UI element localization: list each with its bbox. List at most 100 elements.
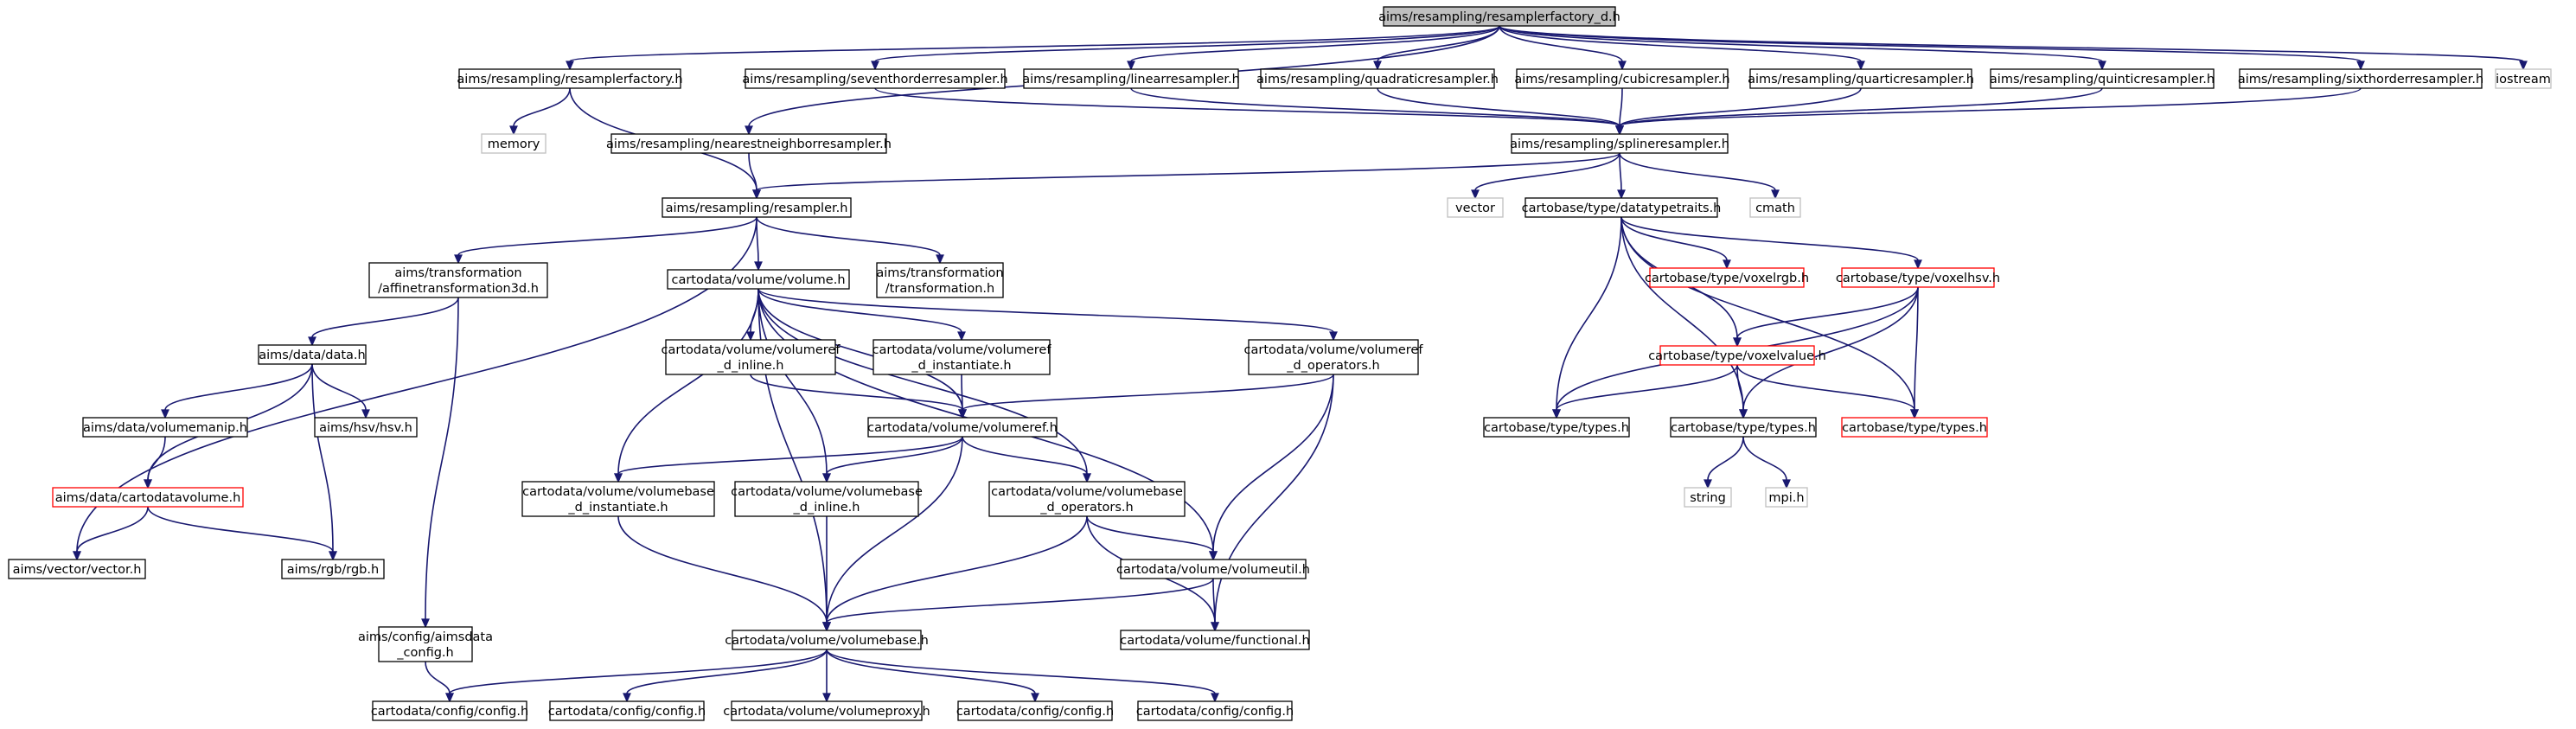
node-label-vutil-0: cartodata/volume/volumeutil.h (1116, 563, 1310, 577)
arrowhead-sixth-to-spline (1615, 125, 1624, 136)
edge-volume-to-volumeref (757, 288, 963, 411)
edge-resampler-to-transf (756, 216, 941, 256)
node-cartovol[interactable]: aims/data/cartodatavolume.h (52, 487, 244, 508)
arrowhead-root-to-iostream (2519, 61, 2528, 71)
node-volume[interactable]: cartodata/volume/volume.h (667, 269, 850, 290)
node-label-vecvec-0: aims/vector/vector.h (13, 563, 142, 577)
node-vbinst[interactable]: cartodata/volume/volumebase_d_instantiat… (521, 481, 715, 517)
node-label-types3-0: cartobase/type/types.h (1842, 421, 1987, 435)
node-vbinline[interactable]: cartodata/volume/volumebase_d_inline.h (731, 481, 923, 517)
node-voxelrgb[interactable]: cartobase/type/voxelrgb.h (1645, 267, 1809, 288)
edge-dtt-to-voxelhsv (1620, 216, 1919, 261)
edge-volume-to-vrops (757, 288, 1334, 333)
node-rgb[interactable]: aims/rgb/rgb.h (281, 559, 385, 579)
node-volumebase[interactable]: cartodata/volume/volumebase.h (725, 630, 929, 650)
node-voxelvalue[interactable]: cartobase/type/voxelvalue.h (1648, 345, 1826, 366)
node-aimsconfig[interactable]: aims/config/aimsdata_config.h (358, 626, 493, 662)
node-types1[interactable]: cartobase/type/types.h (1483, 417, 1630, 438)
node-box-cfg1 (372, 700, 527, 721)
node-transf[interactable]: aims/transformation/transformation.h (876, 262, 1004, 298)
node-vrinline[interactable]: cartodata/volume/volumeref_d_inline.h (662, 339, 841, 375)
node-cubic[interactable]: aims/resampling/cubicresampler.h (1514, 68, 1730, 89)
node-nn[interactable]: aims/resampling/nearestneighborresampler… (606, 133, 892, 154)
edge-quintic-to-spline (1619, 87, 2103, 127)
arrowhead-root-to-quadratic (1373, 61, 1382, 71)
edge-root-to-quintic (1499, 25, 2103, 62)
node-cfg4[interactable]: cartodata/config/config.h (1136, 700, 1294, 721)
node-quadratic[interactable]: aims/resampling/quadraticresampler.h (1256, 68, 1499, 89)
node-functional[interactable]: cartodata/volume/functional.h (1120, 630, 1310, 650)
node-linear[interactable]: aims/resampling/linearresampler.h (1022, 68, 1240, 89)
edge-data-to-hsv (311, 363, 367, 411)
edge-volumebase-to-cfg2 (626, 649, 828, 694)
node-spline[interactable]: aims/resampling/splineresampler.h (1510, 133, 1729, 154)
edge-vbops-to-volumebase (826, 515, 1088, 623)
arrowhead-types2-to-string (1703, 479, 1712, 489)
node-rf[interactable]: aims/resampling/resamplerfactory.h (457, 68, 683, 89)
node-box-sixth (2239, 68, 2483, 89)
node-label-resampler-0: aims/resampling/resampler.h (666, 201, 848, 215)
node-manip[interactable]: aims/data/volumemanip.h (82, 417, 248, 438)
node-box-voxelvalue (1659, 345, 1815, 366)
node-vecvec[interactable]: aims/vector/vector.h (8, 559, 146, 579)
node-sixth[interactable]: aims/resampling/sixthorderresampler.h (2238, 68, 2483, 89)
node-proxy[interactable]: cartodata/volume/volumeproxy.h (723, 700, 930, 721)
node-box-vrinst (873, 339, 1051, 375)
arrowhead-root-to-linear (1127, 61, 1135, 71)
edge-sixth-to-spline (1619, 87, 2362, 127)
edge-data-to-rgb (311, 363, 334, 553)
node-box-quadratic (1260, 68, 1495, 89)
node-root[interactable]: aims/resampling/resamplerfactory_d.h (1378, 6, 1620, 27)
node-box-quintic (1990, 68, 2215, 89)
edge-dtt-to-types2 (1620, 216, 1744, 411)
node-box-types1 (1483, 417, 1630, 438)
edge-volumeref-to-vbinline (826, 436, 963, 475)
node-quintic[interactable]: aims/resampling/quinticresampler.h (1990, 68, 2215, 89)
arrowhead-types2-to-mpi (1782, 479, 1791, 489)
node-types2[interactable]: cartobase/type/types.h (1670, 417, 1817, 438)
arrowhead-root-to-rf (566, 61, 574, 71)
node-vrinst[interactable]: cartodata/volume/volumeref_d_instantiate… (873, 339, 1052, 375)
node-hsv[interactable]: aims/hsv/hsv.h (314, 417, 418, 438)
node-cfg2[interactable]: cartodata/config/config.h (548, 700, 706, 721)
node-box-rgb (281, 559, 385, 579)
node-resampler[interactable]: aims/resampling/resampler.h (662, 197, 852, 218)
node-vbops[interactable]: cartodata/volume/volumebase_d_operators.… (988, 481, 1186, 517)
node-cfg3[interactable]: cartodata/config/config.h (956, 700, 1114, 721)
node-label-data-0: aims/data/data.h (259, 349, 365, 362)
node-box-proxy (731, 700, 923, 721)
node-dtt[interactable]: cartobase/type/datatypetraits.h (1522, 197, 1722, 218)
edge-aimsconfig-to-cfg1 (425, 661, 451, 694)
node-volumeref[interactable]: cartodata/volume/volumeref.h (867, 417, 1058, 438)
edge-voxelhsv-to-types3 (1914, 286, 1919, 411)
node-box-cfg3 (957, 700, 1113, 721)
arrowhead-spline-to-cmath (1771, 189, 1780, 200)
node-box-vrinline (665, 339, 836, 375)
node-data[interactable]: aims/data/data.h (258, 344, 367, 365)
arrowhead-volumeref-to-vbops (1083, 473, 1091, 483)
node-label-quadratic-0: aims/resampling/quadraticresampler.h (1256, 73, 1499, 86)
edge-voxelvalue-to-types1 (1556, 364, 1738, 411)
arrowhead-root-to-sixth (2356, 61, 2365, 71)
node-voxelhsv[interactable]: cartobase/type/voxelhsv.h (1836, 267, 2000, 288)
edge-vutil-to-volumebase (826, 578, 1214, 623)
node-aff3d[interactable]: aims/transformation/affinetransformation… (368, 262, 548, 298)
arrowhead-spline-to-dtt (1617, 189, 1626, 200)
arrowhead-aff3d-to-data (308, 336, 316, 347)
node-vutil[interactable]: cartodata/volume/volumeutil.h (1116, 559, 1310, 579)
node-cfg1[interactable]: cartodata/config/config.h (371, 700, 528, 721)
edge-dtt-to-voxelrgb (1620, 216, 1728, 261)
edge-volume-to-vbinline (757, 288, 828, 475)
edge-volumeref-to-vbinst (617, 436, 963, 475)
node-types3[interactable]: cartobase/type/types.h (1841, 417, 1988, 438)
node-seventh[interactable]: aims/resampling/seventhorderresampler.h (742, 68, 1008, 89)
node-label-vrinline-0: cartodata/volume/volumeref (662, 343, 841, 357)
edge-volumeref-to-volumebase (826, 436, 963, 623)
node-vrops[interactable]: cartodata/volume/volumeref_d_operators.h (1244, 339, 1424, 375)
edge-spline-to-cmath (1619, 152, 1776, 191)
arrowhead-volumeref-to-vbinst (614, 473, 623, 483)
edge-cartovol-to-rgb (147, 506, 334, 553)
edge-volume-to-vbinst (617, 288, 759, 475)
node-quartic[interactable]: aims/resampling/quarticresampler.h (1748, 68, 1974, 89)
arrowhead-vutil-to-functional (1211, 622, 1219, 632)
